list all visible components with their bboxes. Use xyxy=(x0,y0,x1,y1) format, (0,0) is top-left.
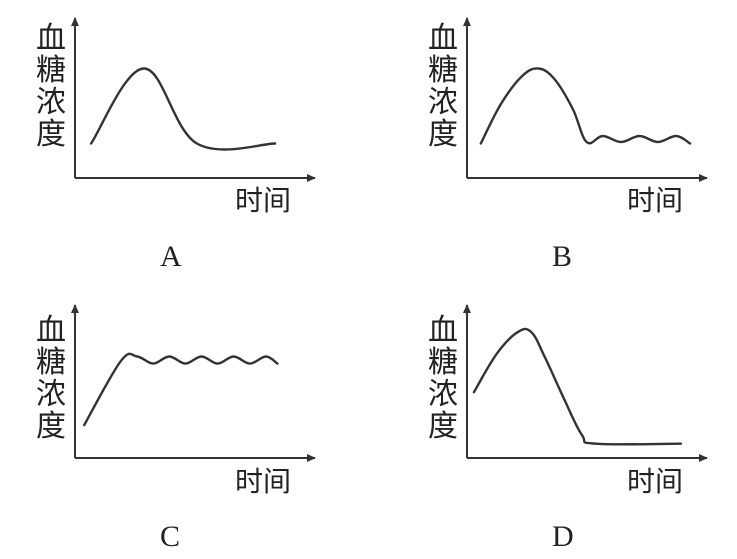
y-axis-label-char: 浓 xyxy=(36,377,66,412)
y-axis-label-char: 血 xyxy=(36,313,66,348)
panel-label: D xyxy=(552,520,574,553)
series-line xyxy=(89,67,277,151)
y-axis-label-char: 糖 xyxy=(428,53,458,88)
series-line xyxy=(479,67,692,145)
panel-label: C xyxy=(160,520,180,553)
y-axis-label-char: 浓 xyxy=(428,85,458,120)
y-axis-label-char: 糖 xyxy=(36,53,66,88)
x-axis-label: 时间 xyxy=(235,184,291,217)
y-axis-label-char: 糖 xyxy=(36,345,66,380)
y-axis-label-char: 糖 xyxy=(428,345,458,380)
y-axis-label-char: 度 xyxy=(428,117,458,152)
y-axis-label-char: 度 xyxy=(36,117,66,152)
series-line xyxy=(83,352,279,427)
y-axis-label-char: 度 xyxy=(36,409,66,444)
y-axis-label-char: 度 xyxy=(428,409,458,444)
y-axis-label-char: 血 xyxy=(36,21,66,56)
y-axis-label-char: 血 xyxy=(428,21,458,56)
y-axis-label-char: 浓 xyxy=(36,85,66,120)
series-line xyxy=(472,327,683,446)
x-axis-label: 时间 xyxy=(627,465,683,498)
panel-label: A xyxy=(160,240,182,273)
y-axis-label-char: 血 xyxy=(428,313,458,348)
x-axis-label: 时间 xyxy=(627,184,683,217)
x-axis-label: 时间 xyxy=(235,465,291,498)
y-axis-label-char: 浓 xyxy=(428,377,458,412)
panel-label: B xyxy=(552,240,572,273)
